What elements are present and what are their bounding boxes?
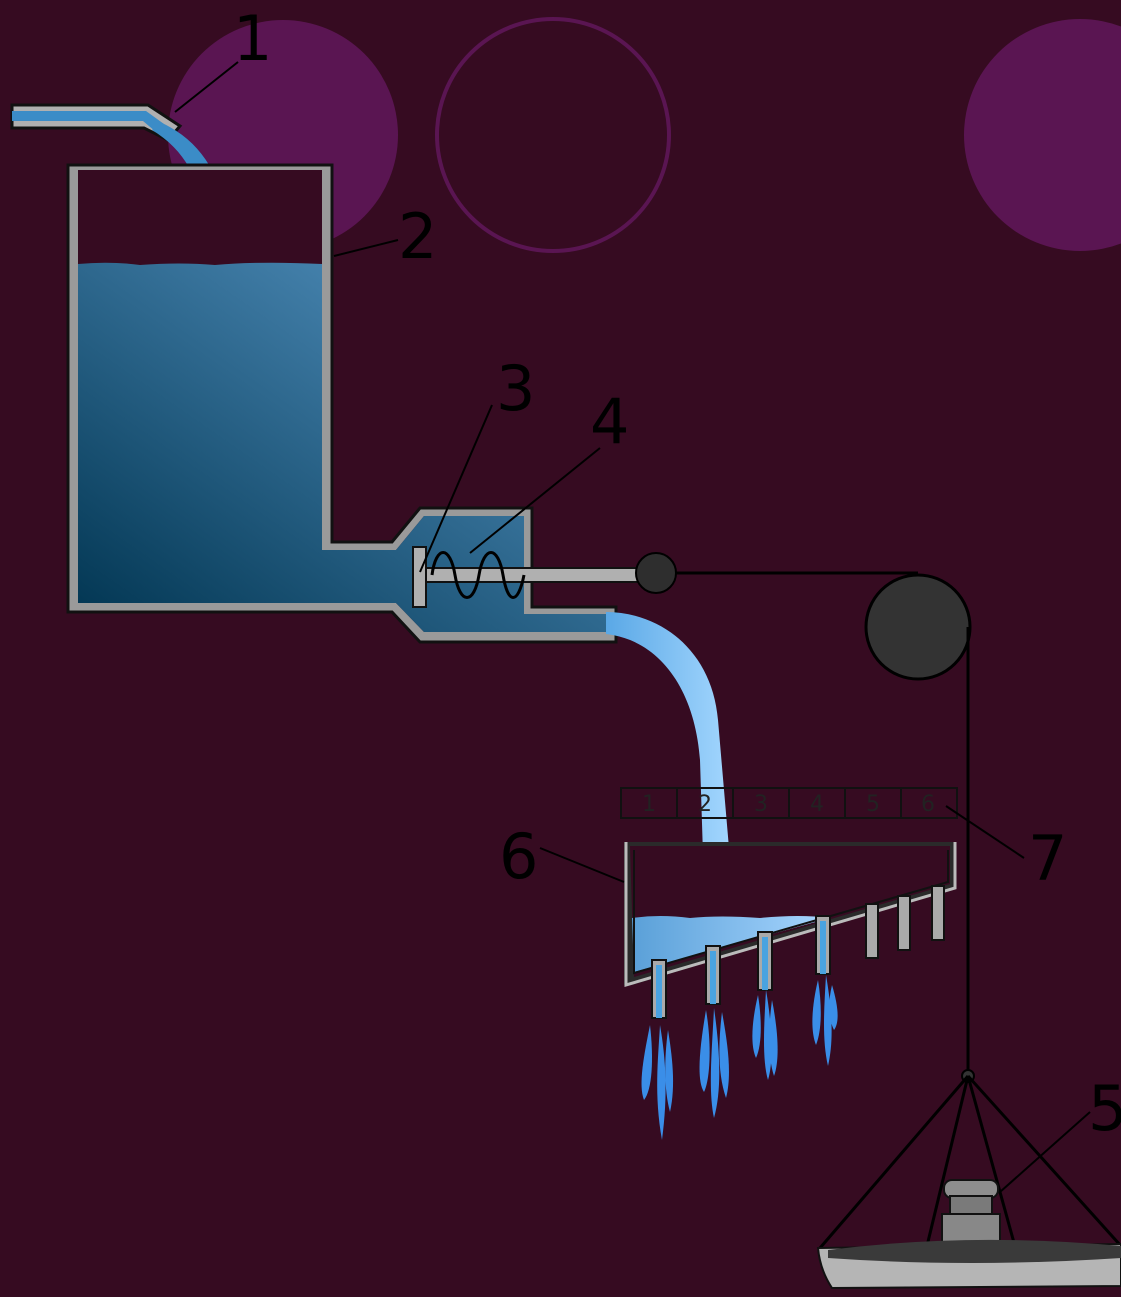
hanger-lines: [818, 1074, 1121, 1251]
trough-outlets: [651, 885, 945, 1019]
valve-spring: [430, 551, 526, 599]
scale-mark: 4: [810, 792, 824, 817]
callout-1: 1: [233, 2, 272, 75]
callout-7: 7: [1028, 822, 1067, 895]
water-drips: [641, 975, 838, 1140]
callout-6: 6: [499, 820, 538, 893]
outflow-stream: [606, 612, 735, 918]
callout-4: 4: [590, 385, 629, 458]
scale-mark: 5: [866, 792, 880, 817]
scale-mark: 6: [921, 792, 935, 817]
callout-5: 5: [1088, 1072, 1121, 1145]
scale-pan-top: [828, 1239, 1121, 1263]
decor-circle-filled-right: [964, 19, 1121, 251]
callout-3: 3: [496, 352, 535, 425]
decor-circle-outline: [435, 17, 671, 253]
leader-lines: [174, 61, 1091, 1193]
tank-water: [78, 262, 610, 632]
scale-mark: 2: [698, 792, 712, 817]
scale-mark: 3: [754, 792, 768, 817]
scale-bar: 1 2 3 4 5 6: [620, 787, 958, 819]
callout-2: 2: [398, 200, 437, 273]
pulley-wheel: [864, 573, 972, 681]
inflow-pipe: [10, 103, 183, 142]
scale-mark: 1: [642, 792, 656, 817]
